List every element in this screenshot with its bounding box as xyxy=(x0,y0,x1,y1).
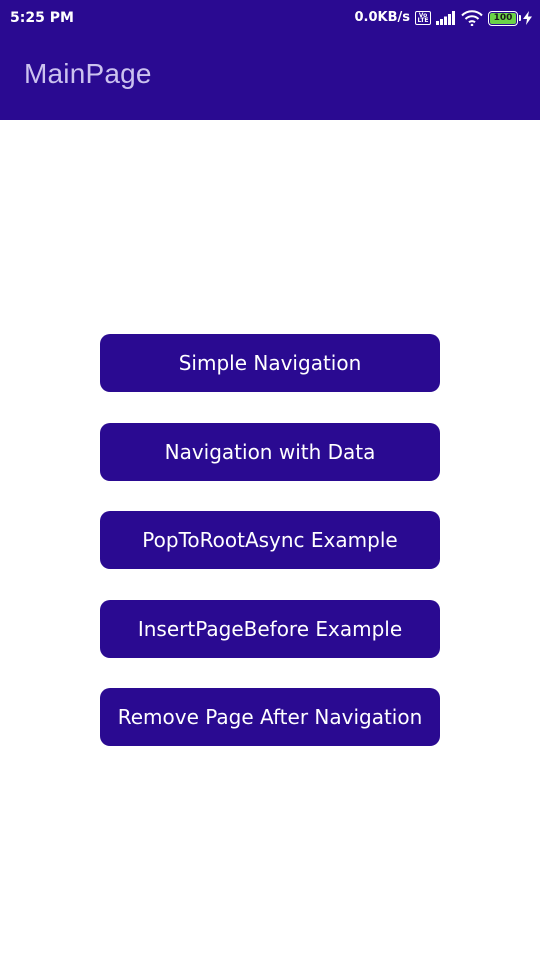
simple-navigation-button[interactable]: Simple Navigation xyxy=(100,334,440,392)
app-header: 5:25 PM 0.0KB/s Vo LTE 100 xyxy=(0,0,540,120)
pop-to-root-async-button[interactable]: PopToRootAsync Example xyxy=(100,511,440,569)
signal-icon xyxy=(436,11,455,25)
wifi-icon xyxy=(461,10,483,26)
remove-page-after-navigation-button[interactable]: Remove Page After Navigation xyxy=(100,688,440,746)
volte-bottom-label: LTE xyxy=(417,17,429,24)
status-icons: 0.0KB/s Vo LTE 100 xyxy=(354,0,532,36)
battery-icon: 100 xyxy=(488,10,521,26)
battery-level: 100 xyxy=(490,12,516,24)
navigation-with-data-button[interactable]: Navigation with Data xyxy=(100,422,440,481)
page-title: MainPage xyxy=(24,58,152,89)
network-speed: 0.0KB/s xyxy=(354,10,411,25)
status-time: 5:25 PM xyxy=(10,10,74,26)
insert-page-before-button[interactable]: InsertPageBefore Example xyxy=(100,599,440,658)
status-bar: 5:25 PM 0.0KB/s Vo LTE 100 xyxy=(0,0,540,36)
volte-icon: Vo LTE xyxy=(415,11,431,25)
navigation-button-list: Simple Navigation Navigation with Data P… xyxy=(100,334,440,777)
volte-top-label: Vo xyxy=(418,12,428,19)
charging-bolt-icon xyxy=(523,11,532,25)
